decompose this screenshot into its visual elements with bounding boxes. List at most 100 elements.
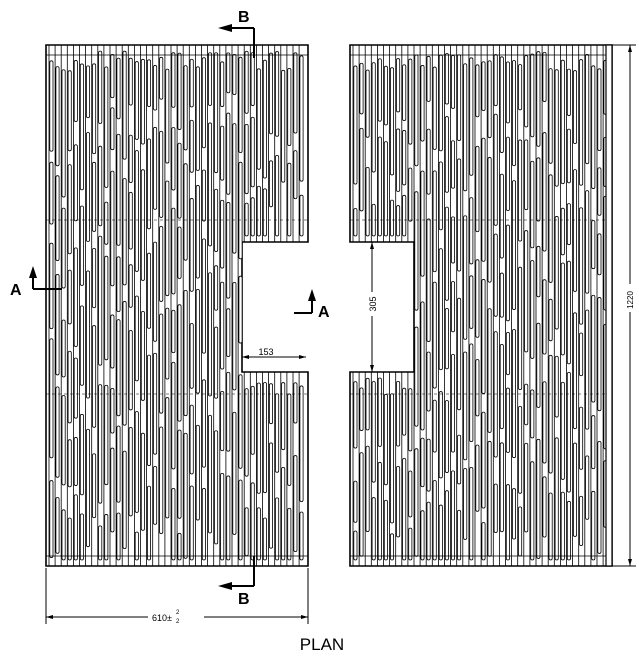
slot <box>505 61 510 124</box>
slot <box>116 425 121 503</box>
slot <box>591 294 596 403</box>
slot <box>383 499 388 561</box>
slot <box>536 51 541 147</box>
slot <box>256 185 261 237</box>
drawing-title: PLAN <box>300 635 344 654</box>
slot <box>244 507 249 557</box>
slot <box>79 513 84 561</box>
slot <box>444 490 449 561</box>
slot <box>153 65 158 111</box>
slot <box>98 235 103 366</box>
slot <box>146 252 151 329</box>
slot <box>463 215 468 340</box>
slot <box>402 457 407 561</box>
slot <box>402 130 407 186</box>
slot <box>250 385 255 455</box>
slot <box>402 387 407 436</box>
slot <box>396 205 401 237</box>
slot <box>86 132 91 242</box>
slot <box>469 57 474 176</box>
slot <box>232 411 237 535</box>
slot <box>226 371 231 452</box>
slot <box>207 122 212 247</box>
slot <box>128 329 133 411</box>
slot <box>408 167 413 222</box>
slot <box>92 63 97 155</box>
slot <box>591 490 596 561</box>
slot <box>55 386 60 478</box>
slot <box>159 56 164 100</box>
slot <box>450 353 455 453</box>
slot <box>420 510 425 561</box>
slot <box>238 56 243 153</box>
slot <box>481 411 486 509</box>
slot <box>554 216 559 330</box>
slot <box>420 437 425 488</box>
slot <box>268 52 273 135</box>
slot <box>573 312 578 430</box>
slot <box>353 530 358 561</box>
slot <box>189 58 194 108</box>
section-b-top-marker: B <box>218 9 255 58</box>
slot <box>189 119 194 173</box>
slot <box>365 445 370 532</box>
slot <box>579 207 584 325</box>
slot <box>481 522 486 561</box>
slot <box>110 447 115 533</box>
slot <box>128 57 133 106</box>
slot <box>110 170 115 287</box>
slot <box>493 483 498 534</box>
slot <box>438 248 443 371</box>
slot <box>201 238 206 354</box>
slot <box>293 455 298 553</box>
slot <box>457 509 462 561</box>
slot <box>585 54 590 165</box>
slot <box>469 197 474 265</box>
slot <box>396 58 401 113</box>
slot <box>585 190 590 294</box>
slot <box>505 484 510 561</box>
slot <box>146 59 151 107</box>
section-b-top-label: B <box>238 9 250 26</box>
slot <box>275 393 280 473</box>
slot <box>262 59 267 179</box>
dim-notch-depth: 153 <box>242 347 306 359</box>
section-a-left-marker: A <box>10 266 62 299</box>
slot <box>287 393 292 486</box>
slot <box>104 514 109 561</box>
slot <box>128 426 133 517</box>
slot <box>548 298 553 342</box>
slot <box>232 281 237 391</box>
slot <box>238 275 243 344</box>
slot <box>220 199 225 269</box>
slot <box>116 57 121 120</box>
slot <box>220 390 225 452</box>
slot <box>591 415 596 470</box>
slot <box>153 465 158 525</box>
section-a-left-label: A <box>10 282 22 299</box>
slot <box>463 63 468 192</box>
slot <box>396 128 401 192</box>
slot <box>512 329 517 459</box>
slot <box>116 319 121 417</box>
slot <box>408 388 413 452</box>
slot <box>226 202 231 299</box>
slot <box>536 245 541 298</box>
slot <box>250 52 255 106</box>
slot <box>566 68 571 116</box>
slot <box>98 50 103 124</box>
slot <box>232 123 237 254</box>
slot <box>299 194 304 237</box>
slot <box>548 354 553 474</box>
slot <box>450 140 455 189</box>
slot <box>469 466 474 561</box>
slot <box>171 207 176 295</box>
slot <box>55 66 60 167</box>
slot <box>383 141 388 237</box>
slot <box>414 326 419 427</box>
slot <box>67 350 72 424</box>
slot <box>420 170 425 277</box>
slot <box>432 399 437 453</box>
slot <box>542 132 547 252</box>
slot <box>530 389 535 439</box>
